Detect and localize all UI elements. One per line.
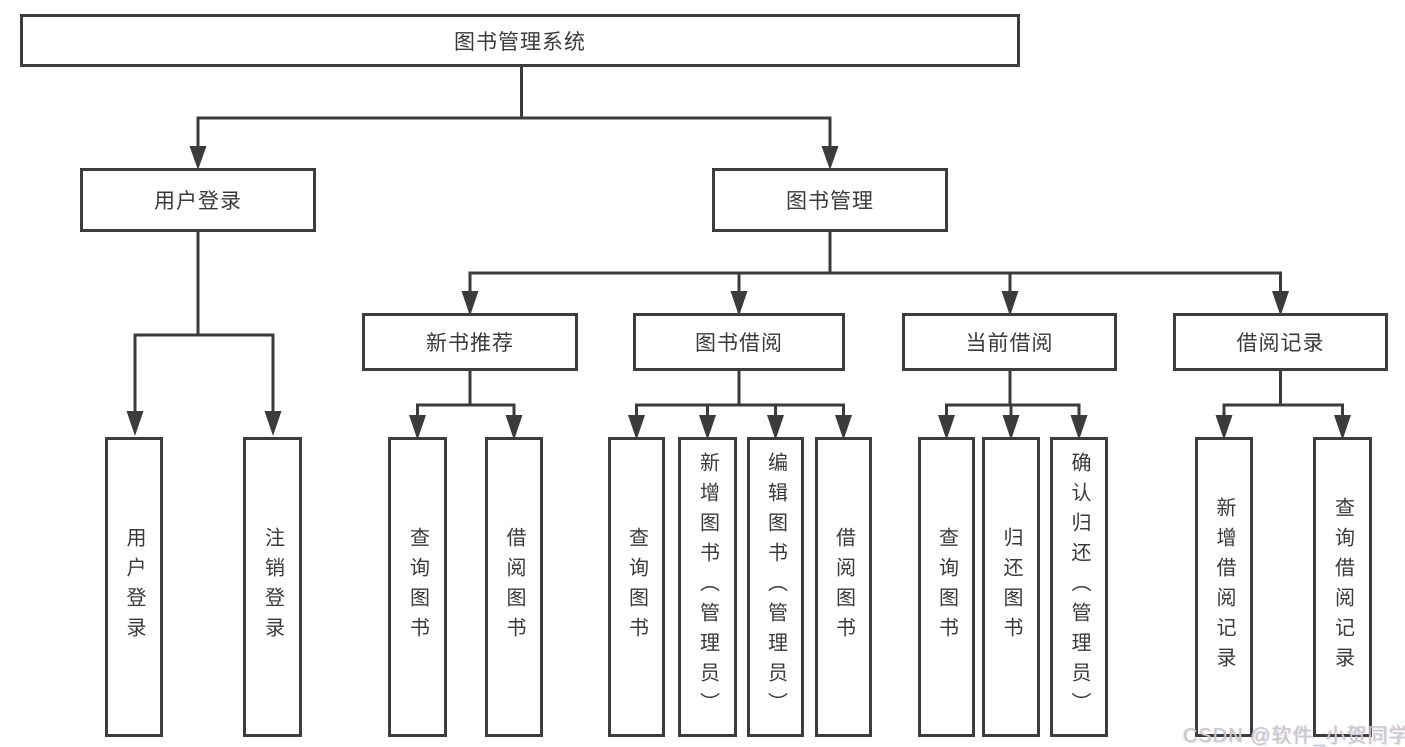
node-book-borrow: 图书借阅 <box>633 313 845 371</box>
leaf-query-books-current: 查询图书 <box>918 437 975 737</box>
node-library-system: 图书管理系统 <box>20 14 1020 67</box>
edge-root-to-level1 <box>189 66 839 170</box>
edge-user-login-children <box>126 232 282 436</box>
leaf-add-book-admin: 新增图书（管理员） <box>678 437 737 737</box>
csdn-watermark: CSDN @软件_小贺同学 <box>1183 725 1405 747</box>
leaf-borrow-books-recommend: 借阅图书 <box>485 437 543 737</box>
edge-current-borrow-children <box>938 371 1088 440</box>
leaf-query-books-recommend: 查询图书 <box>388 437 447 737</box>
node-user-login: 用户登录 <box>80 168 316 232</box>
edge-borrow-records-children <box>1215 371 1351 440</box>
edge-book-management-children <box>461 232 1289 316</box>
node-new-book-recommend: 新书推荐 <box>362 313 578 371</box>
node-book-management: 图书管理 <box>712 168 948 232</box>
edge-new-book-rec-children <box>409 371 523 440</box>
leaf-user-login: 用户登录 <box>105 437 163 737</box>
leaf-logout-login: 注销登录 <box>243 437 302 737</box>
leaf-return-books: 归还图书 <box>982 437 1040 737</box>
node-current-borrow: 当前借阅 <box>902 313 1117 371</box>
leaf-query-books-borrow: 查询图书 <box>608 437 665 737</box>
leaf-edit-book-admin: 编辑图书（管理员） <box>747 437 804 737</box>
leaf-confirm-return-admin: 确认归还（管理员） <box>1050 437 1108 737</box>
edge-book-borrow-children <box>628 371 852 440</box>
leaf-query-borrow-record: 查询借阅记录 <box>1313 437 1372 737</box>
leaf-add-borrow-record: 新增借阅记录 <box>1195 437 1253 737</box>
node-borrow-records: 借阅记录 <box>1173 313 1388 371</box>
leaf-borrow-books-borrow: 借阅图书 <box>815 437 872 737</box>
